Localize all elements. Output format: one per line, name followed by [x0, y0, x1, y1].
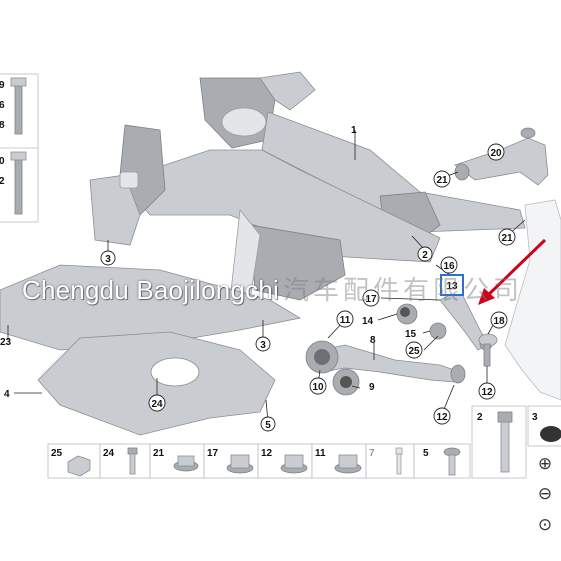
callout-13-highlight [440, 274, 464, 296]
callout-25: 25 [408, 346, 420, 357]
zoom-in-button[interactable]: ⊕ [533, 452, 557, 476]
parts-tile [365, 443, 415, 479]
callout-3-circle [100, 250, 116, 266]
callout-21: 21 [436, 175, 448, 186]
zoom-out-button[interactable]: ⊖ [533, 482, 557, 506]
callout-3: 3 [260, 340, 266, 351]
callout-17: 17 [365, 294, 377, 305]
parts-tile-label: 11 [315, 448, 326, 459]
zoom-in-icon: ⊕ [537, 454, 553, 474]
rubber-mount-icon [540, 426, 561, 442]
callout-21: 21 [501, 233, 513, 244]
parts-tile [413, 443, 471, 479]
callout-18-circle [490, 311, 508, 329]
parts-tile-label: 21 [153, 448, 165, 459]
parts-tile-label: 3 [532, 412, 538, 423]
callout-17-circle [362, 289, 380, 307]
reset-view-icon: ⊙ [537, 515, 553, 535]
callout-1: 1 [351, 125, 357, 136]
callout-24: 24 [151, 399, 163, 410]
callout-15: 15 [405, 329, 417, 340]
callout-25-circle [405, 341, 423, 359]
left-strip-digit: 8 [0, 120, 5, 131]
front-axle-carrier [89, 71, 526, 301]
parts-tile [99, 443, 151, 479]
parts-tile-label: 12 [261, 448, 273, 459]
callout-8: 8 [370, 335, 376, 346]
screw-icon [395, 447, 403, 455]
callout-2: 2 [422, 250, 428, 261]
left-strip-digit: 9 [0, 80, 5, 91]
callout-24-circle [148, 394, 166, 412]
callout-18: 18 [493, 316, 505, 327]
parts-tile-label: 7 [369, 448, 375, 459]
track-control-arm [305, 340, 466, 384]
underbody-shield-upper [0, 264, 302, 351]
parts-tile-label: 2 [477, 412, 483, 423]
callout-4: 4 [4, 389, 10, 400]
bolt-head-icon [127, 447, 138, 455]
callout-9: 9 [369, 382, 375, 393]
callout-13: 13 [446, 281, 458, 292]
left-strip-digit: 6 [0, 100, 5, 111]
callout-5: 5 [265, 420, 271, 431]
hex-bolt-icon [497, 411, 513, 423]
parts-tile-label: 5 [423, 448, 429, 459]
callout-10-circle [309, 377, 327, 395]
rubber-bushing-small [429, 322, 447, 340]
callout-5-circle [260, 416, 276, 432]
underbody-shield-lower [37, 331, 276, 436]
zoom-out-icon: ⊖ [537, 484, 553, 504]
callout-12-circle [478, 382, 496, 400]
callout-badges: 1 2 3 3 4 5 8 9 10 11 12 12 13 14 15 16 … [0, 125, 516, 432]
left-strip-digit: 0 [0, 156, 5, 167]
callout-16-circle [440, 256, 458, 274]
callout-21-circle [433, 170, 451, 188]
steering-knuckle [504, 199, 561, 401]
callout-11-circle [336, 310, 354, 328]
bolt-shank-icon [129, 453, 136, 475]
callout-20: 20 [490, 148, 502, 159]
callout-20-circle [487, 143, 505, 161]
callout-12: 12 [481, 387, 493, 398]
parts-tile-label: 17 [207, 448, 219, 459]
callout-21-circle [498, 228, 516, 246]
parts-tile [149, 443, 205, 479]
parts-strip: 25 24 21 17 12 11 7 5 [47, 405, 561, 479]
callout-14: 14 [362, 316, 374, 327]
callout-10: 10 [312, 382, 324, 393]
left-strip-digit: 2 [0, 176, 5, 187]
ball-joint [478, 333, 498, 367]
callout-16: 16 [443, 261, 455, 272]
upper-wishbone [454, 127, 549, 186]
callout-3: 3 [105, 254, 111, 265]
parts-tile-label: 25 [51, 448, 63, 459]
parts-tile-label: 24 [103, 448, 115, 459]
callout-23: 23 [0, 337, 12, 348]
pointer-arrow [478, 238, 547, 305]
callout-11: 11 [340, 315, 351, 326]
callout-3-circle [255, 336, 271, 352]
callout-2-circle [417, 246, 433, 262]
left-bolt-strip: 9 6 8 0 2 [0, 73, 39, 223]
callout-12-circle [433, 407, 451, 425]
rubber-bushing [396, 303, 418, 325]
callout-12: 12 [436, 412, 448, 423]
reset-view-button[interactable]: ⊙ [533, 513, 557, 537]
flange-nut-icon [67, 455, 91, 477]
hydro-bushing [332, 368, 360, 396]
